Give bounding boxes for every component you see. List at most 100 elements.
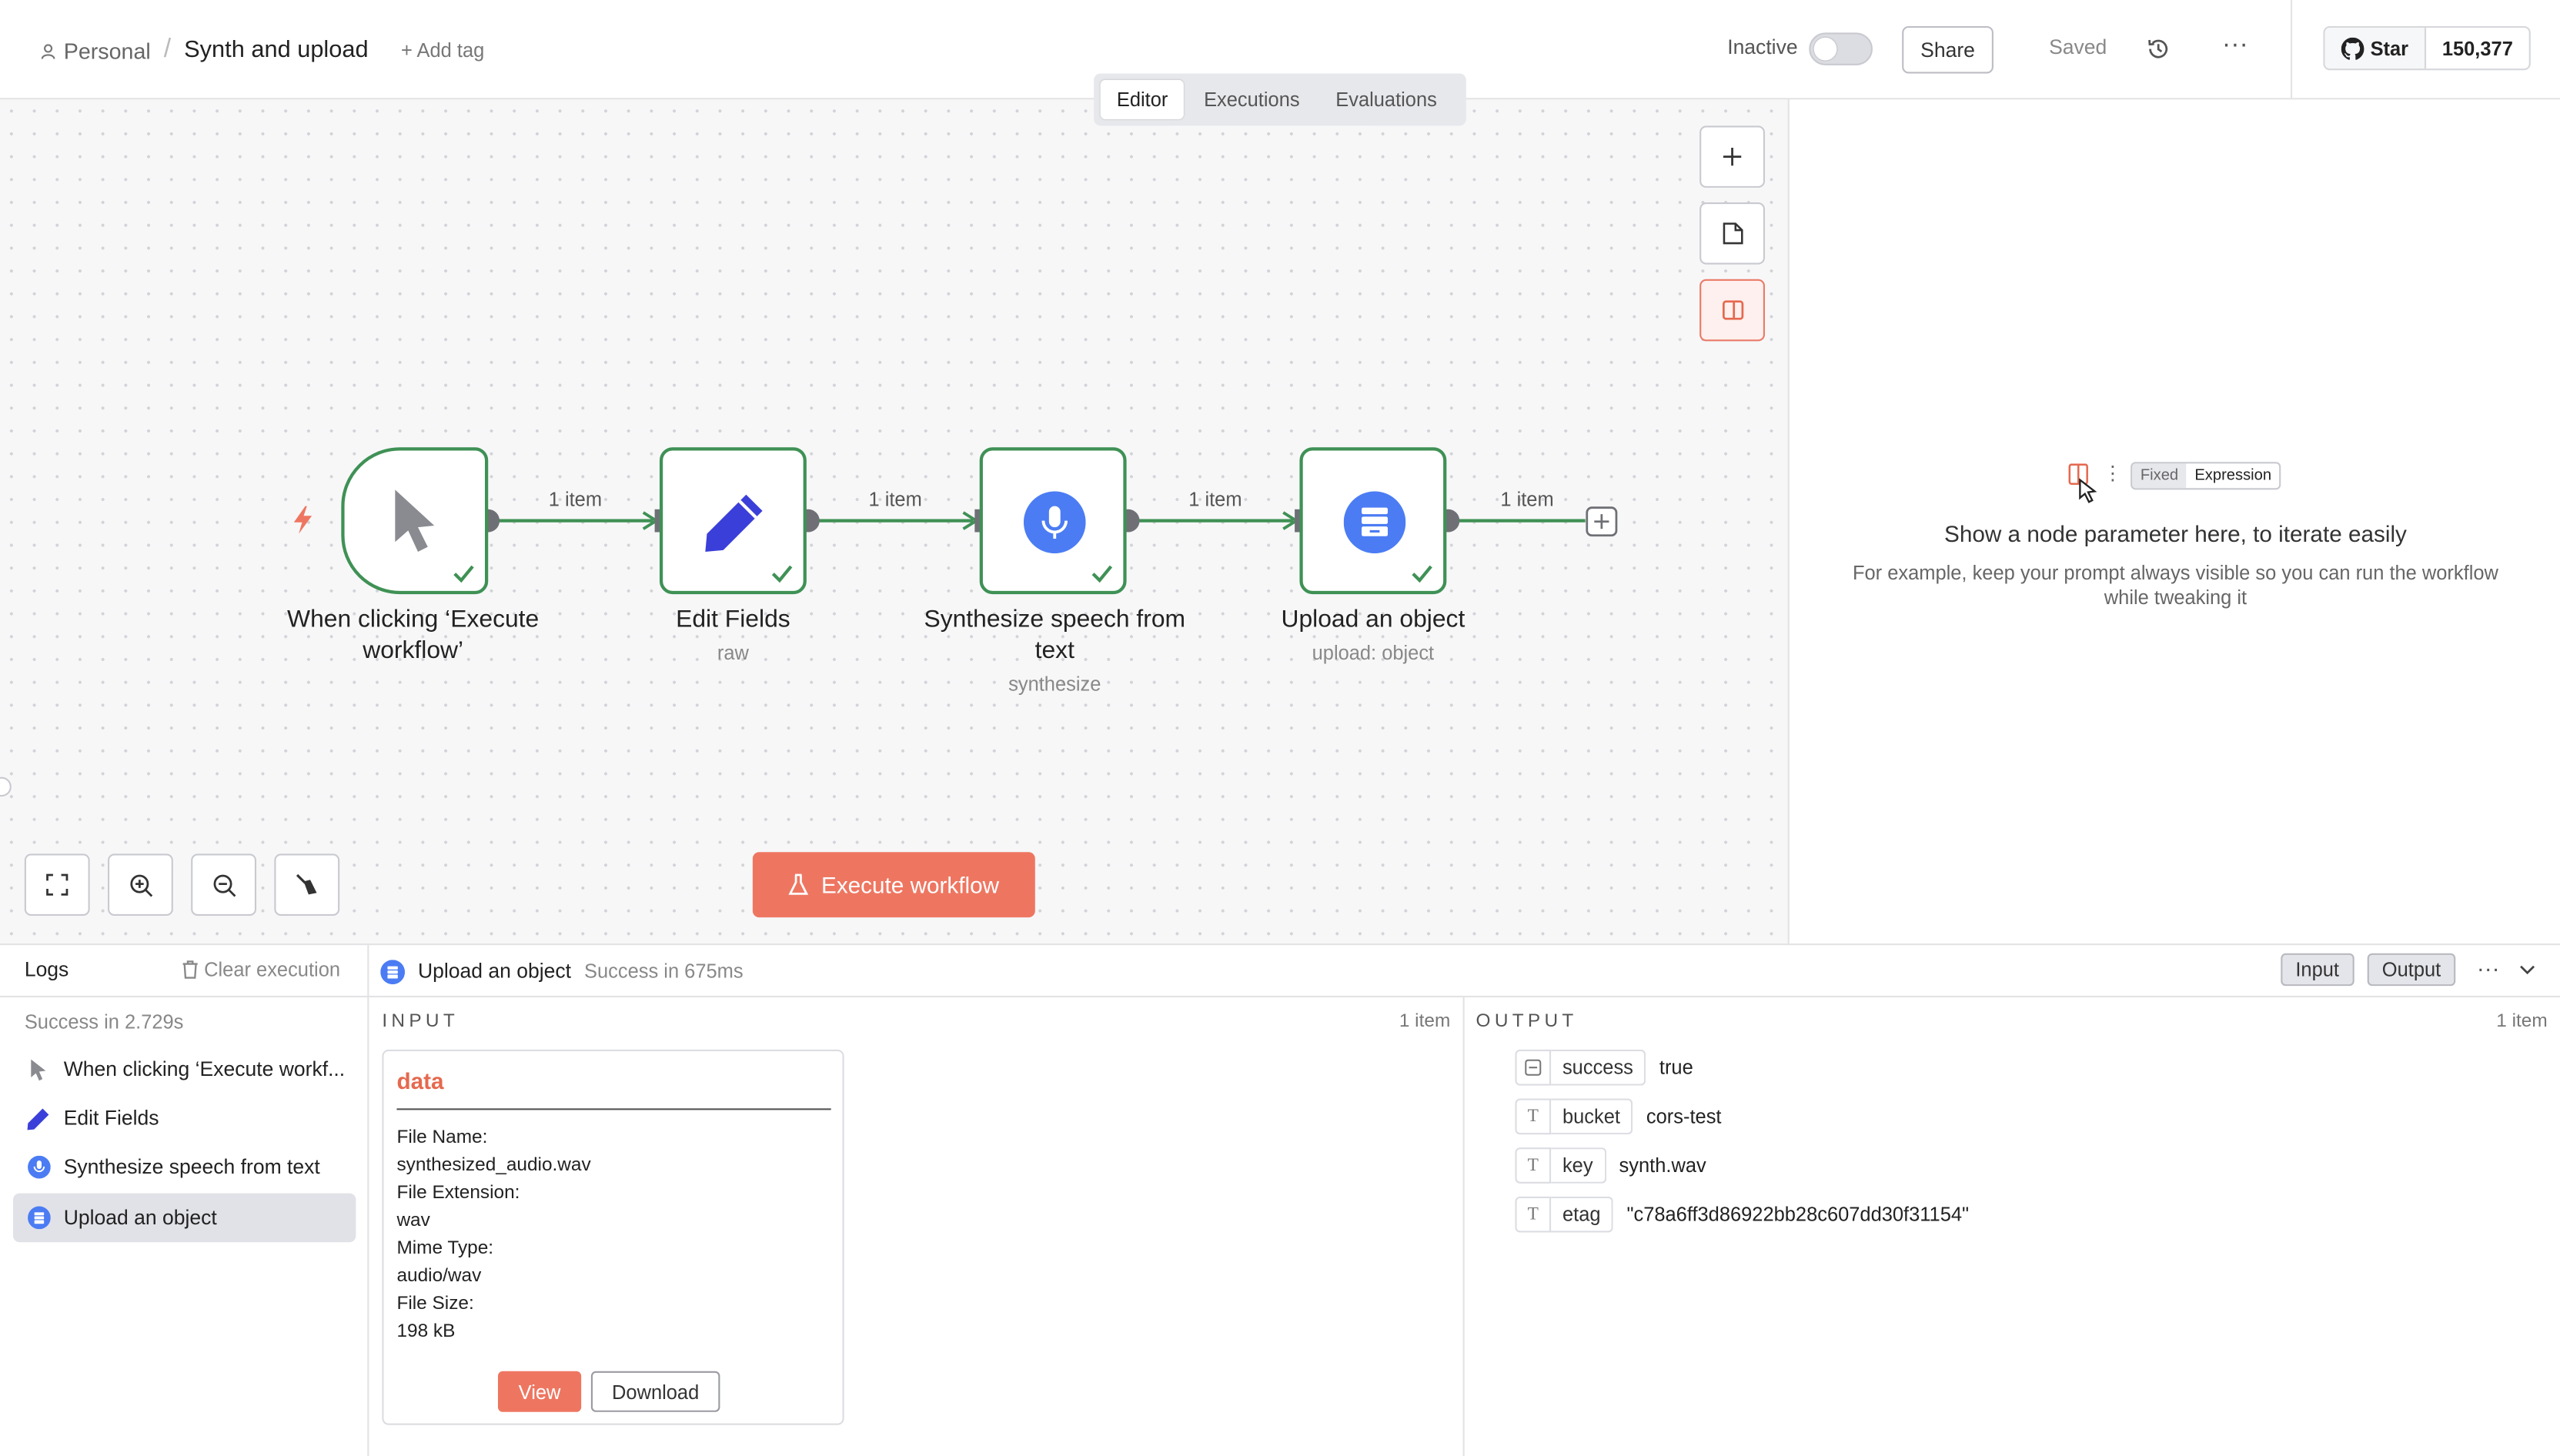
- log-item-label: Edit Fields: [63, 1107, 159, 1130]
- trigger-bolt-icon: [293, 506, 312, 534]
- microphone-icon: [26, 1155, 50, 1179]
- logs-more-icon[interactable]: ···: [2476, 954, 2500, 981]
- boolean-type-icon: [1515, 1049, 1552, 1086]
- zoom-out-icon: [212, 873, 236, 897]
- focus-panel-title: Show a node parameter here, to iterate e…: [1944, 520, 2407, 547]
- panel-right-icon: [1721, 300, 1743, 320]
- string-type-icon: T: [1515, 1147, 1552, 1184]
- microphone-icon: [1023, 491, 1086, 554]
- breadcrumb-project[interactable]: Personal: [39, 38, 151, 63]
- binary-metadata: File Name: synthesized_audio.wav File Ex…: [396, 1124, 590, 1346]
- github-star-label: Star: [2370, 36, 2409, 60]
- output-key[interactable]: success: [1551, 1049, 1646, 1086]
- input-handle[interactable]: [654, 509, 663, 533]
- workflow-canvas[interactable]: 1 item 1 item 1 item 1 item When clickin…: [0, 99, 1790, 944]
- tidy-up-button[interactable]: [274, 853, 340, 916]
- toggle-focus-panel-button[interactable]: [1699, 279, 1765, 342]
- clear-execution-button[interactable]: Clear execution: [181, 958, 340, 981]
- active-state-label: Inactive: [1727, 35, 1798, 59]
- output-key[interactable]: etag: [1551, 1196, 1614, 1233]
- breadcrumb-separator: /: [163, 35, 172, 64]
- sticky-note-icon: [1722, 222, 1743, 245]
- tab-editor[interactable]: Editor: [1100, 79, 1185, 119]
- log-item-trigger[interactable]: When clicking ‘Execute workf...: [13, 1045, 356, 1094]
- cursor-icon: [395, 489, 435, 552]
- edge-1[interactable]: [488, 511, 660, 530]
- output-key[interactable]: key: [1551, 1147, 1606, 1184]
- edge-3[interactable]: [1128, 511, 1299, 530]
- zoom-out-button[interactable]: [191, 853, 257, 916]
- output-value: true: [1659, 1056, 1693, 1080]
- node-3-title: Synthesize speech from text: [924, 605, 1186, 665]
- edge-4-label: 1 item: [1500, 488, 1554, 511]
- tab-evaluations[interactable]: Evaluations: [1335, 88, 1437, 112]
- selected-node-title: Upload an object: [418, 960, 572, 983]
- edge-2-label: 1 item: [868, 488, 922, 511]
- more-options-icon[interactable]: ···: [2221, 31, 2248, 59]
- divider: [396, 1108, 831, 1110]
- plus-icon: [1723, 147, 1742, 166]
- storage-box-icon: [380, 959, 406, 984]
- add-sticky-note-button[interactable]: [1699, 202, 1765, 265]
- parameter-options-icon[interactable]: ⋮: [2103, 462, 2123, 485]
- execute-workflow-label: Execute workflow: [821, 871, 1000, 898]
- output-row-success: success true: [1515, 1049, 1693, 1086]
- log-item-upload[interactable]: Upload an object: [12, 1193, 356, 1243]
- output-value: "c78a6ff3d86922bb28c607dd30f31154": [1626, 1203, 1970, 1226]
- github-star[interactable]: Star: [2324, 28, 2427, 69]
- flask-icon: [788, 873, 809, 895]
- input-toggle-button[interactable]: Input: [2281, 953, 2354, 987]
- file-extension-key: File Extension:: [396, 1183, 520, 1204]
- binary-property-name: data: [396, 1067, 444, 1094]
- storage-box-icon: [1343, 491, 1406, 554]
- chevron-down-icon[interactable]: [2518, 960, 2537, 979]
- activate-toggle[interactable]: [1809, 32, 1873, 65]
- download-binary-button[interactable]: Download: [590, 1371, 720, 1412]
- output-toggle-button[interactable]: Output: [2367, 953, 2456, 987]
- clear-execution-label: Clear execution: [204, 958, 341, 981]
- share-button[interactable]: Share: [1902, 25, 1994, 74]
- breadcrumb: Personal / Synth and upload + Add tag: [39, 32, 484, 68]
- execute-workflow-button[interactable]: Execute workflow: [752, 852, 1035, 918]
- selected-node-status: Success in 675ms: [584, 960, 744, 983]
- input-handle[interactable]: [1295, 509, 1303, 533]
- node-1-title: When clicking ‘Execute workflow’: [287, 605, 540, 665]
- pane-separator[interactable]: [1462, 997, 1465, 1456]
- log-item-edit-fields[interactable]: Edit Fields: [13, 1094, 356, 1143]
- output-value: cors-test: [1646, 1105, 1722, 1128]
- add-tag-button[interactable]: + Add tag: [401, 38, 485, 62]
- view-binary-button[interactable]: View: [497, 1371, 582, 1412]
- add-node-button[interactable]: [1699, 125, 1765, 188]
- binary-data-card: data File Name: synthesized_audio.wav Fi…: [382, 1049, 844, 1425]
- output-key[interactable]: bucket: [1551, 1098, 1633, 1135]
- project-name: Personal: [63, 38, 151, 63]
- github-star-count[interactable]: 150,377: [2441, 36, 2513, 60]
- mime-type-key: Mime Type:: [396, 1238, 494, 1259]
- workflow-title[interactable]: Synth and upload: [184, 37, 369, 64]
- tab-executions[interactable]: Executions: [1204, 88, 1300, 112]
- fixed-option[interactable]: Fixed: [2132, 463, 2187, 489]
- node-synthesize-speech[interactable]: [979, 447, 1127, 595]
- logs-panel: Logs Clear execution Success in 2.729s W…: [0, 943, 2560, 1456]
- fixed-expression-toggle[interactable]: Fixed Expression: [2131, 462, 2281, 490]
- log-item-synthesize[interactable]: Synthesize speech from text: [13, 1143, 356, 1192]
- connections-layer: [293, 506, 1618, 537]
- input-item-count: 1 item: [1399, 1012, 1451, 1032]
- fit-view-button[interactable]: [24, 853, 90, 916]
- fit-view-icon: [46, 873, 69, 896]
- history-icon[interactable]: [2145, 36, 2171, 62]
- edge-2[interactable]: [807, 511, 980, 530]
- node-edit-fields[interactable]: [659, 447, 807, 595]
- expression-option[interactable]: Expression: [2194, 466, 2272, 485]
- file-name-key: File Name:: [396, 1127, 488, 1148]
- selected-node-header: Upload an object Success in 675ms: [380, 955, 744, 987]
- node-upload-object[interactable]: [1299, 447, 1447, 595]
- file-extension-value: wav: [396, 1211, 430, 1231]
- output-row-key: T key synth.wav: [1515, 1147, 1706, 1184]
- zoom-in-button[interactable]: [107, 853, 173, 916]
- add-next-node-button[interactable]: [1586, 506, 1618, 537]
- file-size-value: 198 kB: [396, 1322, 456, 1342]
- github-star-button[interactable]: Star 150,377: [2323, 25, 2531, 71]
- input-handle[interactable]: [974, 509, 983, 533]
- node-manual-trigger[interactable]: [341, 447, 489, 595]
